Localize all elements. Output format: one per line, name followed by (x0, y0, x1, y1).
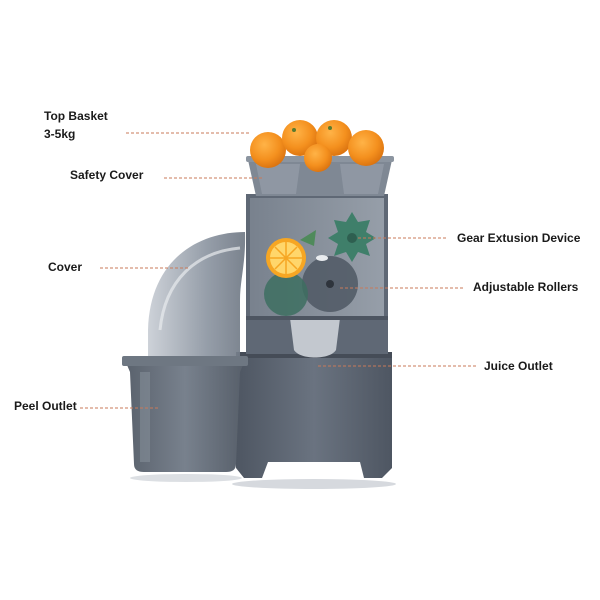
label-top-basket-capacity: 3-5kg (44, 127, 76, 141)
gear-device (328, 212, 376, 262)
peel-bin (122, 356, 248, 482)
label-safety-cover: Safety Cover (70, 168, 144, 182)
top-basket-oranges (250, 120, 384, 172)
label-top-basket: Top Basket (44, 109, 108, 123)
label-peel-outlet: Peel Outlet (14, 399, 77, 413)
peel-chute (148, 232, 246, 360)
adjustable-rollers (264, 256, 358, 316)
label-cover: Cover (48, 260, 83, 274)
label-gear-extrusion-device: Gear Extusion Device (457, 231, 581, 245)
leader-lines (80, 132, 476, 409)
label-adjustable-rollers: Adjustable Rollers (473, 280, 579, 294)
machine-base (232, 352, 396, 489)
orange-half (266, 230, 328, 278)
label-juice-outlet: Juice Outlet (484, 359, 553, 373)
